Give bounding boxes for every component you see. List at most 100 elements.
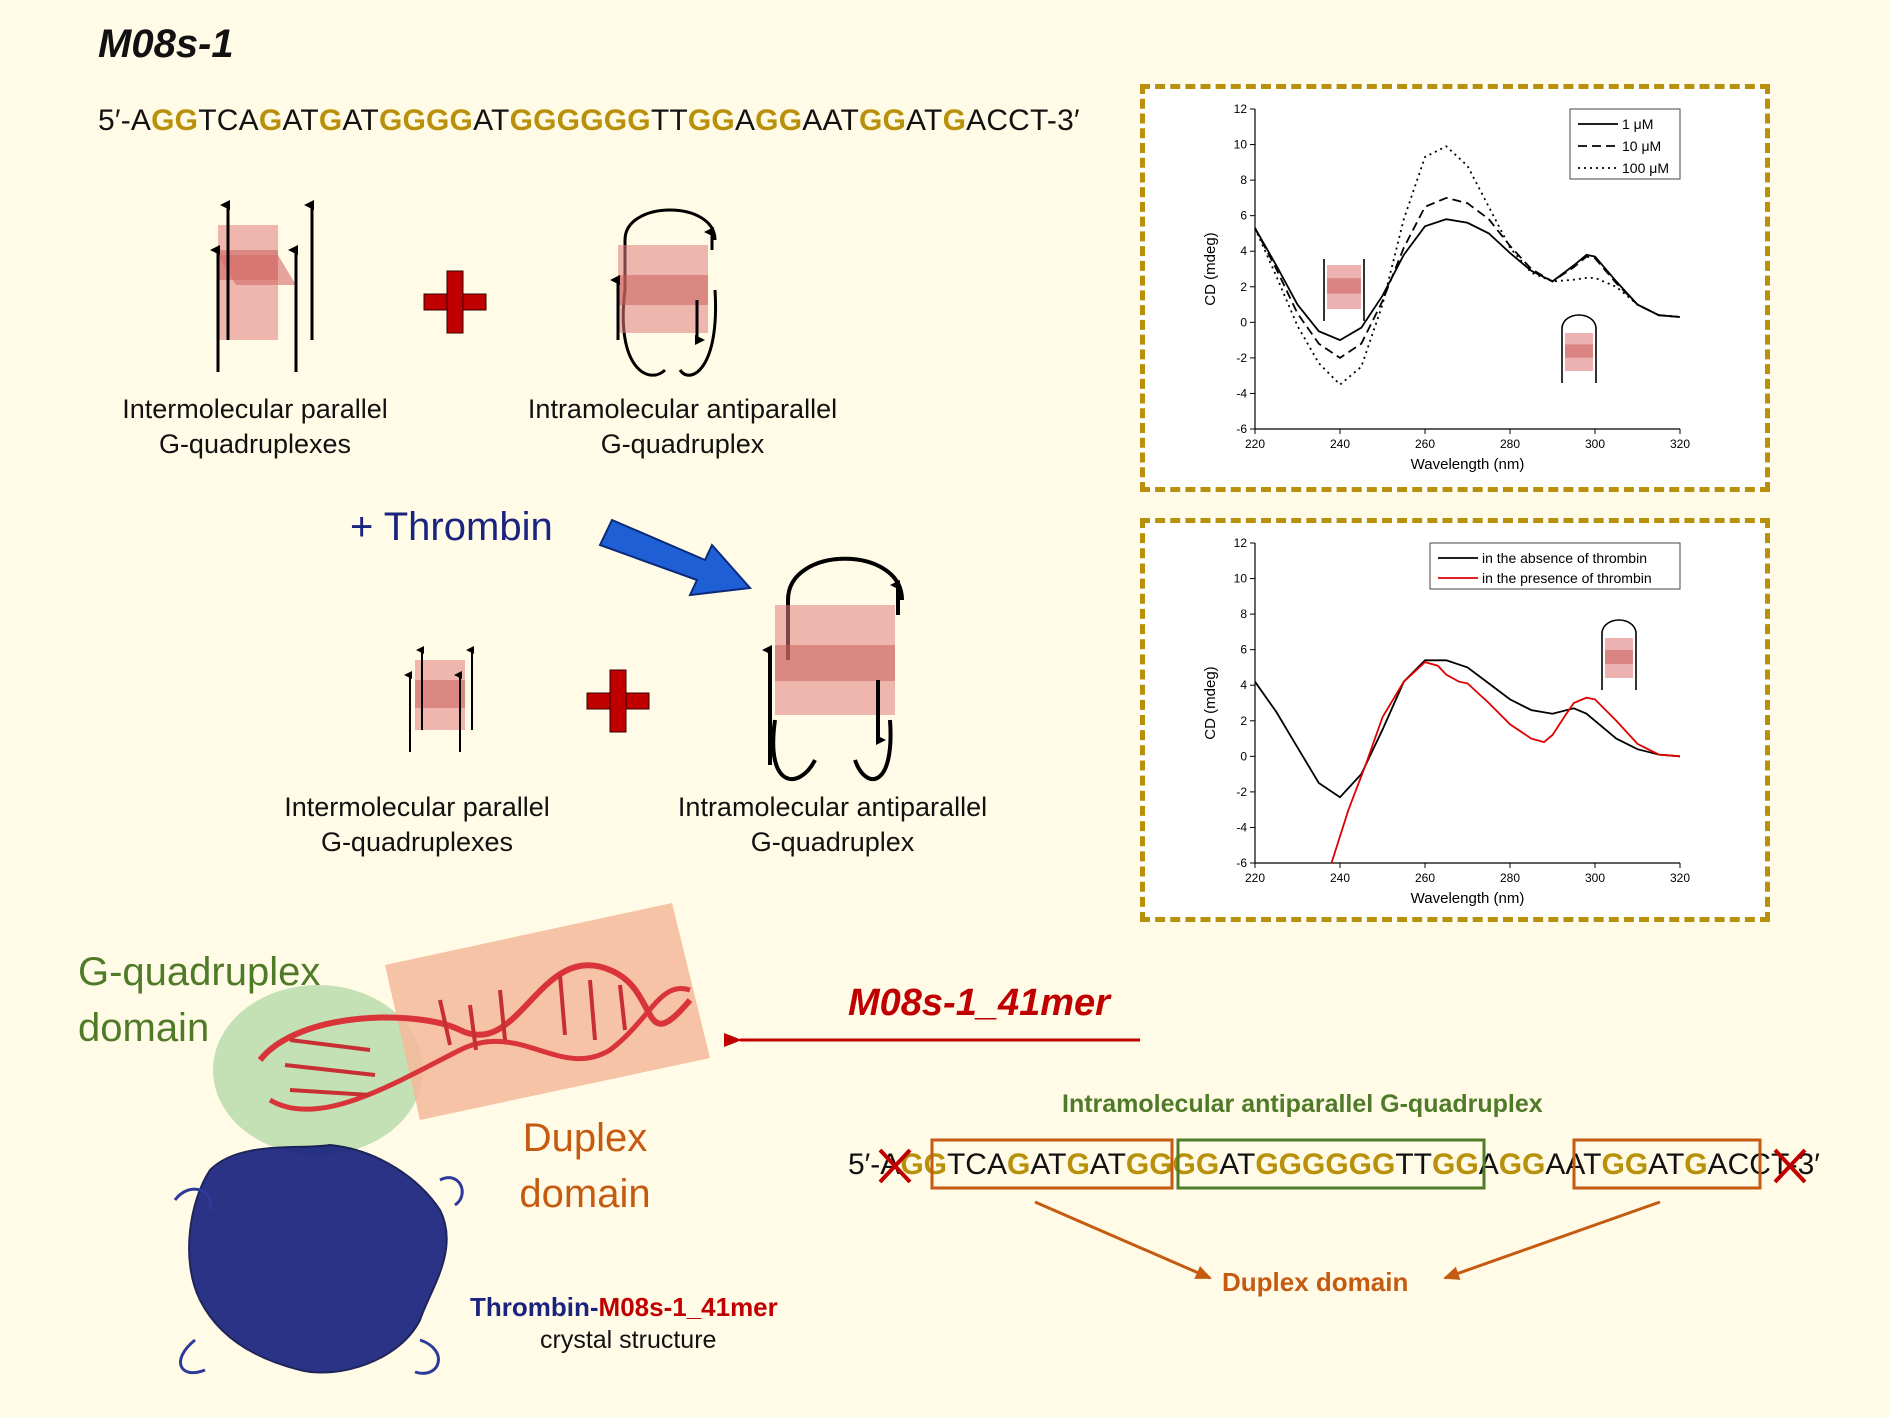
antiparallel-quadruplex-schematic-bottom [762, 556, 904, 781]
sequence-segment: AT [342, 104, 379, 137]
x-tick-label: 280 [1500, 871, 1520, 885]
y-tick-label: 6 [1240, 209, 1247, 223]
sequence-segment: AT [906, 104, 943, 137]
duplex-domain-bottom-label: Duplex domain [1222, 1267, 1409, 1297]
y-tick-label: 10 [1234, 572, 1248, 586]
y-tick-label: -2 [1236, 351, 1247, 365]
sequence-segment: TCA [946, 1148, 1007, 1181]
sequence-segment: ACCT-3′ [966, 104, 1080, 137]
sequence-segment: G [1684, 1148, 1708, 1181]
schematic-layer [173, 200, 1140, 1375]
sequence-segment: AT [1219, 1148, 1256, 1181]
x-tick-label: 300 [1585, 871, 1605, 885]
sequence-annotation-layer [878, 1138, 1807, 1280]
cd-chart-bottom: -6 -4 -2 0 2 4 6 8 10 12 220 240 260 280 300 320Wavelen… [1202, 536, 1690, 907]
x-tick-label: 320 [1670, 437, 1690, 451]
legend-box [1569, 108, 1681, 180]
sequence-segment: G [942, 104, 967, 137]
inset-plane [1565, 344, 1593, 358]
y-axis-label: CD (mdeg) [1202, 666, 1219, 739]
y-tick-label: 8 [1240, 173, 1247, 187]
sequence-segment: AT [1030, 1148, 1067, 1181]
y-tick-label: 2 [1240, 280, 1247, 294]
sequence-bottom: 5′-AGGTCAGATGATGGGGATGGGGGGTTGGAGGAATGGA… [848, 1148, 1820, 1182]
inset-loop [1601, 619, 1637, 633]
sequence-segment: AT [1089, 1148, 1126, 1181]
sequence-segment: GGGG [378, 104, 474, 137]
blue-arrow-icon [598, 518, 753, 597]
structure-caption: Thrombin-M08s-1_41mer [470, 1292, 778, 1322]
gq-title: Intramolecular antiparallel G-quadruplex [1062, 1090, 1543, 1118]
y-tick-label: -2 [1236, 785, 1247, 799]
inset-loop [1561, 314, 1597, 328]
x-tick-label: 260 [1415, 437, 1435, 451]
sequence-segment: G [1066, 1148, 1090, 1181]
inset-plane [1605, 650, 1633, 664]
sequence-segment: 5′-A [98, 104, 152, 137]
sequence-segment: GG [1432, 1148, 1479, 1181]
x-tick-label: 240 [1330, 437, 1350, 451]
sequence-segment: AT [473, 104, 510, 137]
legend-label: 10 μM [1622, 138, 1661, 154]
x-tick-label: 220 [1245, 871, 1265, 885]
sequence-segment: TCA [198, 104, 259, 137]
y-axis-label: CD (mdeg) [1202, 232, 1219, 305]
x-tick-label: 240 [1330, 871, 1350, 885]
x-tick-label: 220 [1245, 437, 1265, 451]
y-tick-label: 4 [1240, 244, 1247, 258]
parallel-quadruplex-schematic-bottom [404, 646, 474, 752]
sequence-segment: GG [858, 104, 907, 137]
cross-icon-right [1773, 1148, 1807, 1184]
x-axis-label: Wavelength (nm) [1411, 890, 1525, 907]
legend-label: in the absence of thrombin [1482, 550, 1647, 566]
sequence-top: 5′-AGGTCAGATGATGGGGATGGGGGGTTGGAGGAATGGA… [98, 104, 1080, 138]
mer41-label: M08s-1_41mer [848, 982, 1110, 1024]
legend-label: in the presence of thrombin [1482, 570, 1652, 586]
sequence-segment: AT [1648, 1148, 1685, 1181]
sequence-segment: G [1006, 1148, 1031, 1181]
y-tick-label: 12 [1234, 536, 1248, 550]
y-tick-label: 8 [1240, 607, 1247, 621]
series-line [1330, 661, 1681, 864]
y-tick-label: 2 [1240, 714, 1247, 728]
x-tick-label: 320 [1670, 871, 1690, 885]
thrombin-label: + Thrombin [350, 505, 553, 549]
sequence-segment: TT [650, 104, 688, 137]
crystal-structure-illustration [173, 903, 710, 1375]
legend-label: 100 μM [1622, 160, 1669, 176]
y-tick-label: 10 [1234, 138, 1248, 152]
sequence-segment: G [258, 104, 283, 137]
y-tick-label: 12 [1234, 102, 1248, 116]
sequence-segment: A [734, 104, 756, 137]
y-tick-label: 4 [1240, 678, 1247, 692]
series-line [1254, 145, 1681, 386]
plus-icon-bottom [586, 669, 650, 733]
antiparallel-inset-icon [1601, 619, 1637, 690]
legend-label: 1 μM [1622, 116, 1653, 132]
structure-caption-line2: crystal structure [540, 1326, 717, 1354]
antiparallel-inset-icon [1561, 314, 1597, 383]
sequence-segment: GG [755, 104, 803, 137]
plus-icon-top [423, 270, 487, 334]
x-tick-label: 260 [1415, 871, 1435, 885]
cross-icon-left [878, 1148, 912, 1184]
y-tick-label: -4 [1236, 820, 1247, 834]
y-tick-label: 6 [1240, 643, 1247, 657]
x-tick-label: 300 [1585, 437, 1605, 451]
y-tick-label: -6 [1236, 856, 1247, 870]
inset-plane [1327, 278, 1361, 294]
parallel-inset-icon [1323, 259, 1365, 321]
antiparallel-quadruplex-schematic-top [610, 208, 718, 377]
sequence-segment: GG [1498, 1148, 1546, 1181]
y-tick-label: 0 [1240, 315, 1247, 329]
series-line [1254, 196, 1681, 359]
y-tick-label: 0 [1240, 749, 1247, 763]
